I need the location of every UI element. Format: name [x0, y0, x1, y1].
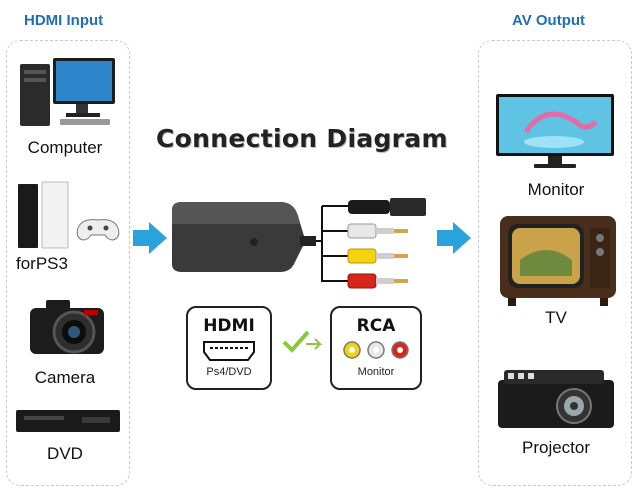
- ps3-console-icon: [18, 181, 120, 249]
- input-arrow-icon: [133, 222, 167, 254]
- computer-icon: [20, 58, 115, 126]
- rca-card-subtitle: Monitor: [357, 366, 395, 378]
- hdmi-card-subtitle: Ps4/DVD: [206, 366, 252, 378]
- camera-icon: [30, 300, 104, 354]
- check-arrow-icon: [282, 330, 323, 353]
- dvd-player-icon: [16, 410, 120, 432]
- device-label-projector: Projector: [521, 438, 591, 457]
- monitor-icon: [496, 94, 614, 168]
- hdmi-port-icon: [203, 341, 255, 361]
- device-label-dvd: DVD: [47, 444, 83, 463]
- device-label-camera: Camera: [34, 368, 96, 387]
- rca-output-card: RCA Monitor: [330, 306, 422, 390]
- input-panel-title: HDMI Input: [24, 12, 104, 29]
- device-label-ps3: forPS3: [16, 254, 68, 273]
- device-label-computer: Computer: [27, 138, 103, 157]
- output-arrow-icon: [437, 222, 471, 254]
- projector-icon: [498, 370, 614, 428]
- hdmi-to-av-adapter-icon: [172, 198, 426, 289]
- hdmi-source-card: HDMI Ps4/DVD: [186, 306, 272, 390]
- rca-jacks-icon: [343, 341, 409, 359]
- output-panel-title: AV Output: [512, 12, 586, 29]
- diagram-title: Connection Diagram: [156, 124, 448, 153]
- output-panel: [478, 40, 632, 486]
- crt-tv-icon: [500, 216, 616, 306]
- hdmi-card-title: HDMI: [203, 316, 255, 336]
- device-label-tv: TV: [545, 308, 567, 327]
- rca-card-title: RCA: [356, 316, 396, 336]
- device-label-monitor: Monitor: [527, 180, 585, 199]
- input-panel: [6, 40, 130, 486]
